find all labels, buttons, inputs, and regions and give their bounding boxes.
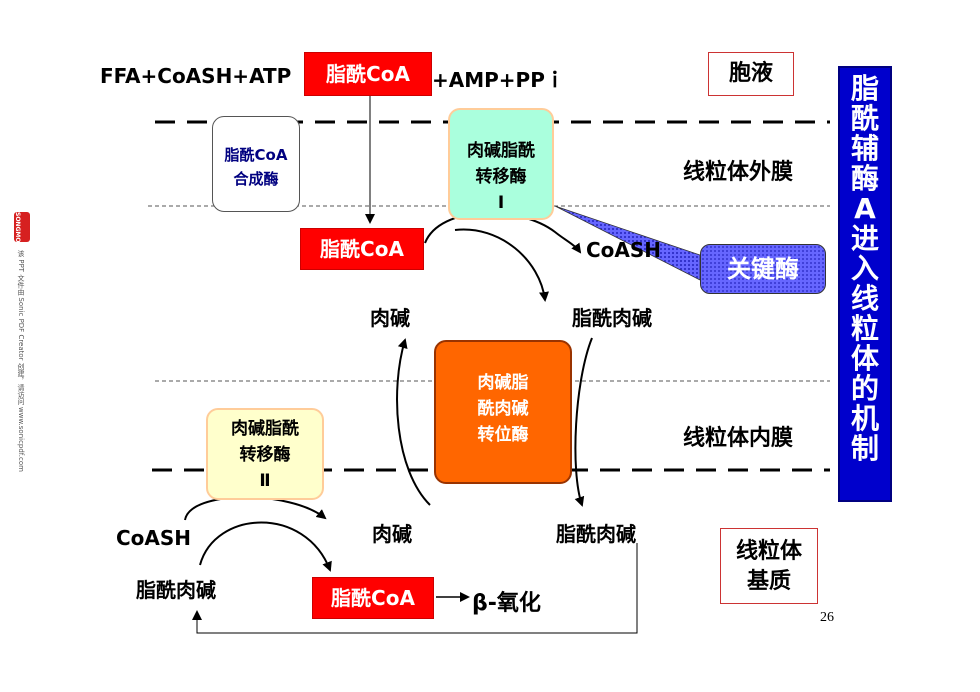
cat2-line3: Ⅱ <box>259 471 271 491</box>
side-title-char: 辅 <box>850 132 879 165</box>
side-title-char: 粒 <box>850 312 879 345</box>
inner-membrane-label: 线粒体内膜 <box>683 426 794 451</box>
cat1-line1: 肉碱脂酰 <box>467 141 535 161</box>
page-number: 26 <box>820 610 834 625</box>
arrow-translocase-left <box>396 338 431 506</box>
outer-membrane-label: 线粒体外膜 <box>683 160 794 185</box>
acylcarnitine-left-label: 脂酰肉碱 <box>136 578 216 602</box>
arrow-cat2-left <box>184 496 327 521</box>
cat1-line3: Ⅰ <box>497 193 505 213</box>
watermark-text: 该 PPT 文件由 Sonic PDF Creator 创建，请访问 www.s… <box>17 250 25 472</box>
matrix-label-line1: 线粒体 <box>735 539 802 564</box>
cat1-line2: 转移酶 <box>475 167 527 187</box>
matrix-label-box: 线粒体 基质 <box>720 528 818 604</box>
coash-top-label: CoASH <box>586 238 662 262</box>
side-title-char: 进 <box>850 222 879 255</box>
side-title-char: 酰 <box>850 102 879 135</box>
cat2-enzyme-box: 肉碱脂酰 转移酶 Ⅱ <box>206 408 324 500</box>
arrow-cat2-right <box>199 521 332 572</box>
cat1-enzyme-box: 肉碱脂酰 转移酶 Ⅰ <box>448 108 554 220</box>
acyl-coa-ims-box: 脂酰CoA <box>300 228 424 270</box>
side-title-char: 酶 <box>850 162 879 195</box>
translocase-line2: 酰肉碱 <box>477 399 529 419</box>
acylcarnitine-top-label: 脂酰肉碱 <box>572 306 652 330</box>
cat2-line1: 肉碱脂酰 <box>231 419 299 439</box>
return-loop-line <box>192 543 638 634</box>
arrow-cat1-left <box>424 211 582 254</box>
arrow-translocase-right <box>574 337 593 507</box>
watermark-logo: SONGMO <box>14 212 30 242</box>
matrix-label-line2: 基质 <box>746 569 791 594</box>
side-title-char: 脂 <box>850 72 879 105</box>
side-title-char: A <box>854 192 876 225</box>
carnitine-top-label: 肉碱 <box>370 306 410 330</box>
side-title-char: 线 <box>850 282 879 315</box>
synthetase-line2: 合成酶 <box>233 170 279 188</box>
translocase-box: 肉碱脂 酰肉碱 转位酶 <box>434 340 572 484</box>
acylcarnitine-bottom-label: 脂酰肉碱 <box>556 522 636 546</box>
side-title-char: 的 <box>850 372 879 405</box>
side-title-char: 机 <box>850 402 879 435</box>
acyl-coa-product-box: 脂酰CoA <box>304 52 432 96</box>
arrow-cat1-right <box>454 228 549 302</box>
side-title-char: 入 <box>850 252 879 285</box>
translocase-line3: 转位酶 <box>477 425 529 445</box>
side-title-char: 体 <box>850 342 879 375</box>
acyl-coa-synthetase-box: 脂酰CoA 合成酶 <box>212 116 300 212</box>
beta-oxidation-label: β-氧化 <box>472 591 541 616</box>
cat2-line2: 转移酶 <box>239 445 291 465</box>
key-enzyme-callout: 关键酶 <box>700 244 826 294</box>
synthetase-line1: 脂酰CoA <box>224 146 288 164</box>
side-title-char: 制 <box>850 432 879 465</box>
coash-bottom-label: CoASH <box>116 526 192 550</box>
acyl-coa-matrix-box: 脂酰CoA <box>312 577 434 619</box>
watermark-logo-text: SONGMO <box>14 212 21 243</box>
translocase-line1: 肉碱脂 <box>477 373 529 393</box>
cytosol-label: 胞液 <box>708 52 794 96</box>
equation-left: FFA+CoASH+ATP <box>100 64 292 88</box>
carnitine-bottom-label: 肉碱 <box>372 522 412 546</box>
equation-right: +AMP+PPｉ <box>432 68 565 92</box>
